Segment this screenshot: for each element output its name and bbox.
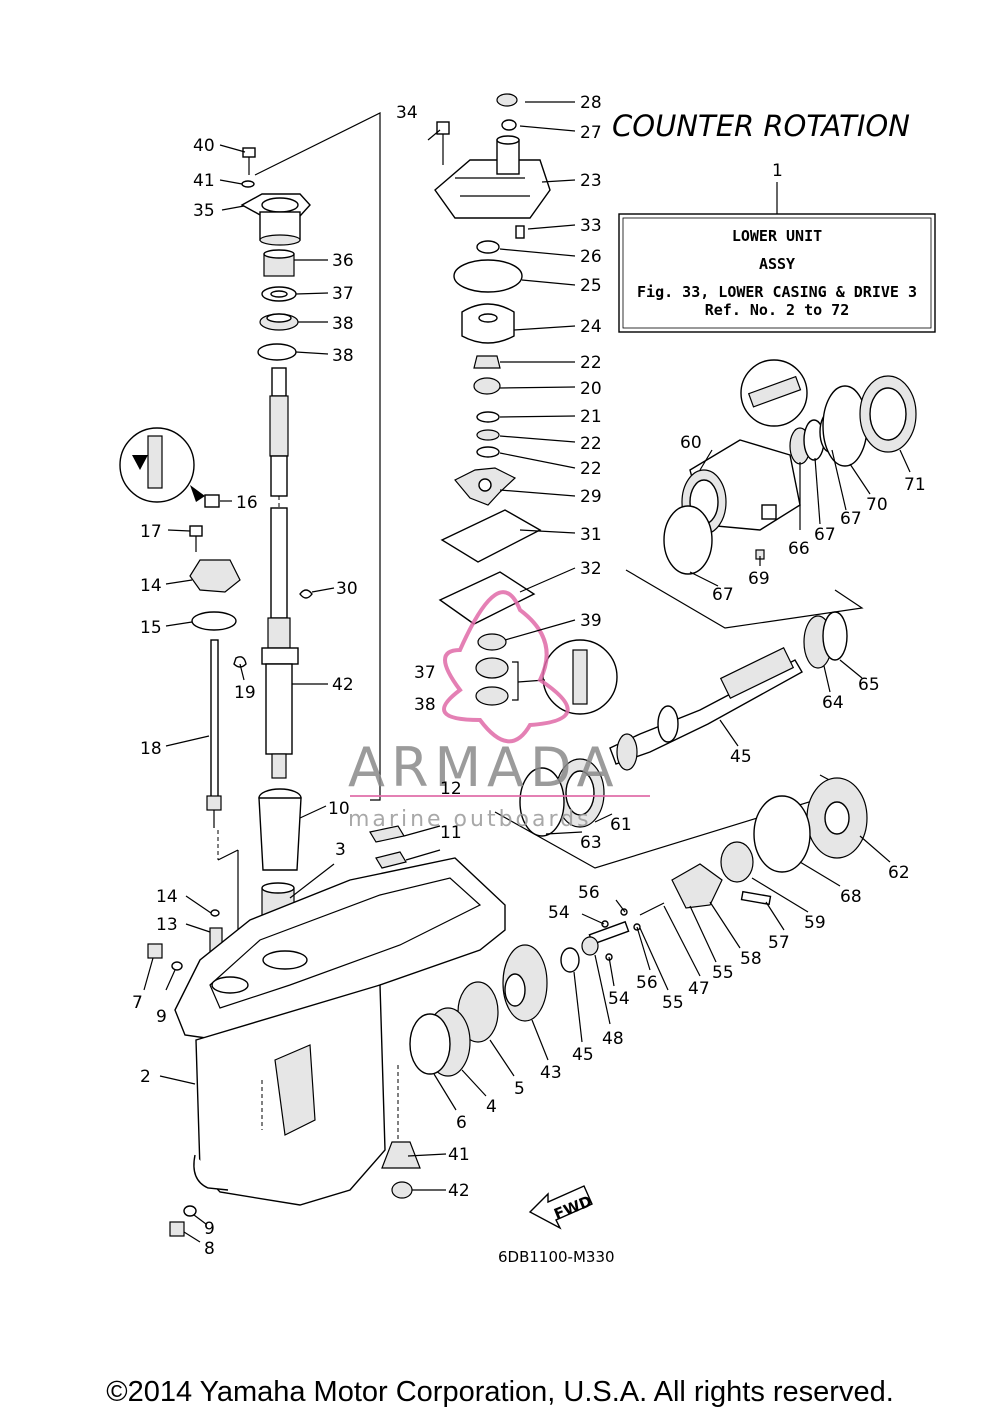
callout-label: 45 xyxy=(730,747,752,767)
callout-label: 58 xyxy=(740,949,762,969)
callout-label: 42 xyxy=(448,1181,470,1201)
watermark-tagline: marine outboards xyxy=(348,807,592,832)
callout-label: 64 xyxy=(822,693,844,713)
callout-label: 19 xyxy=(234,683,256,703)
callout-label: 41 xyxy=(448,1145,470,1165)
callout-label: 59 xyxy=(804,913,826,933)
callout-label: 68 xyxy=(840,887,862,907)
callout-label: 48 xyxy=(602,1029,624,1049)
callout-label: 55 xyxy=(712,963,734,983)
callout-label: 7 xyxy=(132,993,143,1013)
callout-label: 69 xyxy=(748,569,770,589)
callout-label: 63 xyxy=(580,833,602,853)
watermark-brand: ARMADA xyxy=(348,736,620,799)
callout-label: 39 xyxy=(580,611,602,631)
callout-label: 70 xyxy=(866,495,888,515)
leader-lines xyxy=(143,101,911,1243)
drive-shaft-assembly xyxy=(240,112,407,931)
callout-label: 11 xyxy=(440,823,462,843)
callout-label: 6 xyxy=(456,1113,467,1133)
callout-label: 29 xyxy=(580,487,602,507)
callout-label: 71 xyxy=(904,475,926,495)
armada-watermark: ARMADA marine outboards xyxy=(348,590,650,832)
callout-label: 40 xyxy=(193,136,215,156)
callout-label: 14 xyxy=(156,887,178,907)
callout-label: 45 xyxy=(572,1045,594,1065)
callout-label: 37 xyxy=(332,284,354,304)
callout-label: 9 xyxy=(204,1219,215,1239)
callout-label: 21 xyxy=(580,407,602,427)
callout-label: 41 xyxy=(193,171,215,191)
water-pump-assembly xyxy=(434,93,618,715)
callout-label: 9 xyxy=(156,1007,167,1027)
callout-label: 32 xyxy=(580,559,602,579)
callout-label: 8 xyxy=(204,1239,215,1259)
callout-label: 56 xyxy=(636,973,658,993)
callout-label: 20 xyxy=(580,379,602,399)
callout-label: 33 xyxy=(580,216,602,236)
callout-label: 27 xyxy=(580,123,602,143)
callout-label: 61 xyxy=(610,815,632,835)
callout-label: 15 xyxy=(140,618,162,638)
callout-label: 28 xyxy=(580,93,602,113)
callout-label: 38 xyxy=(332,346,354,366)
callout-label: 17 xyxy=(140,522,162,542)
callout-label: 34 xyxy=(396,103,418,123)
drawing-code: 6DB1100-M330 xyxy=(498,1248,615,1266)
callout-label: 54 xyxy=(548,903,570,923)
diagram-title: COUNTER ROTATION xyxy=(612,109,910,143)
copyright-notice: ©2014 Yamaha Motor Corporation, U.S.A. A… xyxy=(106,1376,894,1408)
callout-label: 67 xyxy=(814,525,836,545)
callout-label: 60 xyxy=(680,433,702,453)
callout-label: 3 xyxy=(335,840,346,860)
callout-label: 2 xyxy=(140,1067,151,1087)
callout-label: 47 xyxy=(688,979,710,999)
callout-label: 67 xyxy=(712,585,734,605)
callout-label: 54 xyxy=(608,989,630,1009)
callout-label: 22 xyxy=(580,353,602,373)
callout-label: 18 xyxy=(140,739,162,759)
ref-box-line4: Ref. No. 2 to 72 xyxy=(705,301,850,319)
callout-label: 16 xyxy=(236,493,258,513)
callout-label: 55 xyxy=(662,993,684,1013)
callout-label: 22 xyxy=(580,459,602,479)
shift-rod-assembly xyxy=(119,427,247,990)
callout-label: 22 xyxy=(580,434,602,454)
callout-label: 38 xyxy=(332,314,354,334)
callout-label: 23 xyxy=(580,171,602,191)
callout-label: 57 xyxy=(768,933,790,953)
callout-label: 35 xyxy=(193,201,215,221)
callout-label: 24 xyxy=(580,317,602,337)
lower-casing xyxy=(147,857,506,1237)
forward-arrow: FWD xyxy=(528,1185,595,1230)
callout-label: 67 xyxy=(840,509,862,529)
callout-label: 43 xyxy=(540,1063,562,1083)
callout-label: 5 xyxy=(514,1079,525,1099)
callout-label: 13 xyxy=(156,915,178,935)
callout-labels: 28 27 23 33 26 25 24 22 20 21 22 22 29 3… xyxy=(132,93,926,1259)
callout-label: 26 xyxy=(580,247,602,267)
callout-label: 10 xyxy=(328,799,350,819)
callout-label: 31 xyxy=(580,525,602,545)
callout-label: 14 xyxy=(140,576,162,596)
callout-label: 56 xyxy=(578,883,600,903)
callout-label: 66 xyxy=(788,539,810,559)
callout-label: 12 xyxy=(440,779,462,799)
reference-box: 1 LOWER UNIT ASSY Fig. 33, LOWER CASING … xyxy=(618,161,936,333)
callout-label: 65 xyxy=(858,675,880,695)
callout-label: 37 xyxy=(414,663,436,683)
ref-box-line3: Fig. 33, LOWER CASING & DRIVE 3 xyxy=(637,283,917,301)
callout-label: 30 xyxy=(336,579,358,599)
callout-label: 1 xyxy=(772,161,783,181)
ref-box-line2: ASSY xyxy=(759,255,795,273)
callout-label: 36 xyxy=(332,251,354,271)
propeller-shaft-assembly xyxy=(381,359,917,1199)
callout-label: 42 xyxy=(332,675,354,695)
callout-label: 25 xyxy=(580,276,602,296)
callout-label: 38 xyxy=(414,695,436,715)
callout-label: 62 xyxy=(888,863,910,883)
callout-label: 4 xyxy=(486,1097,497,1117)
ref-box-line1: LOWER UNIT xyxy=(732,227,822,245)
